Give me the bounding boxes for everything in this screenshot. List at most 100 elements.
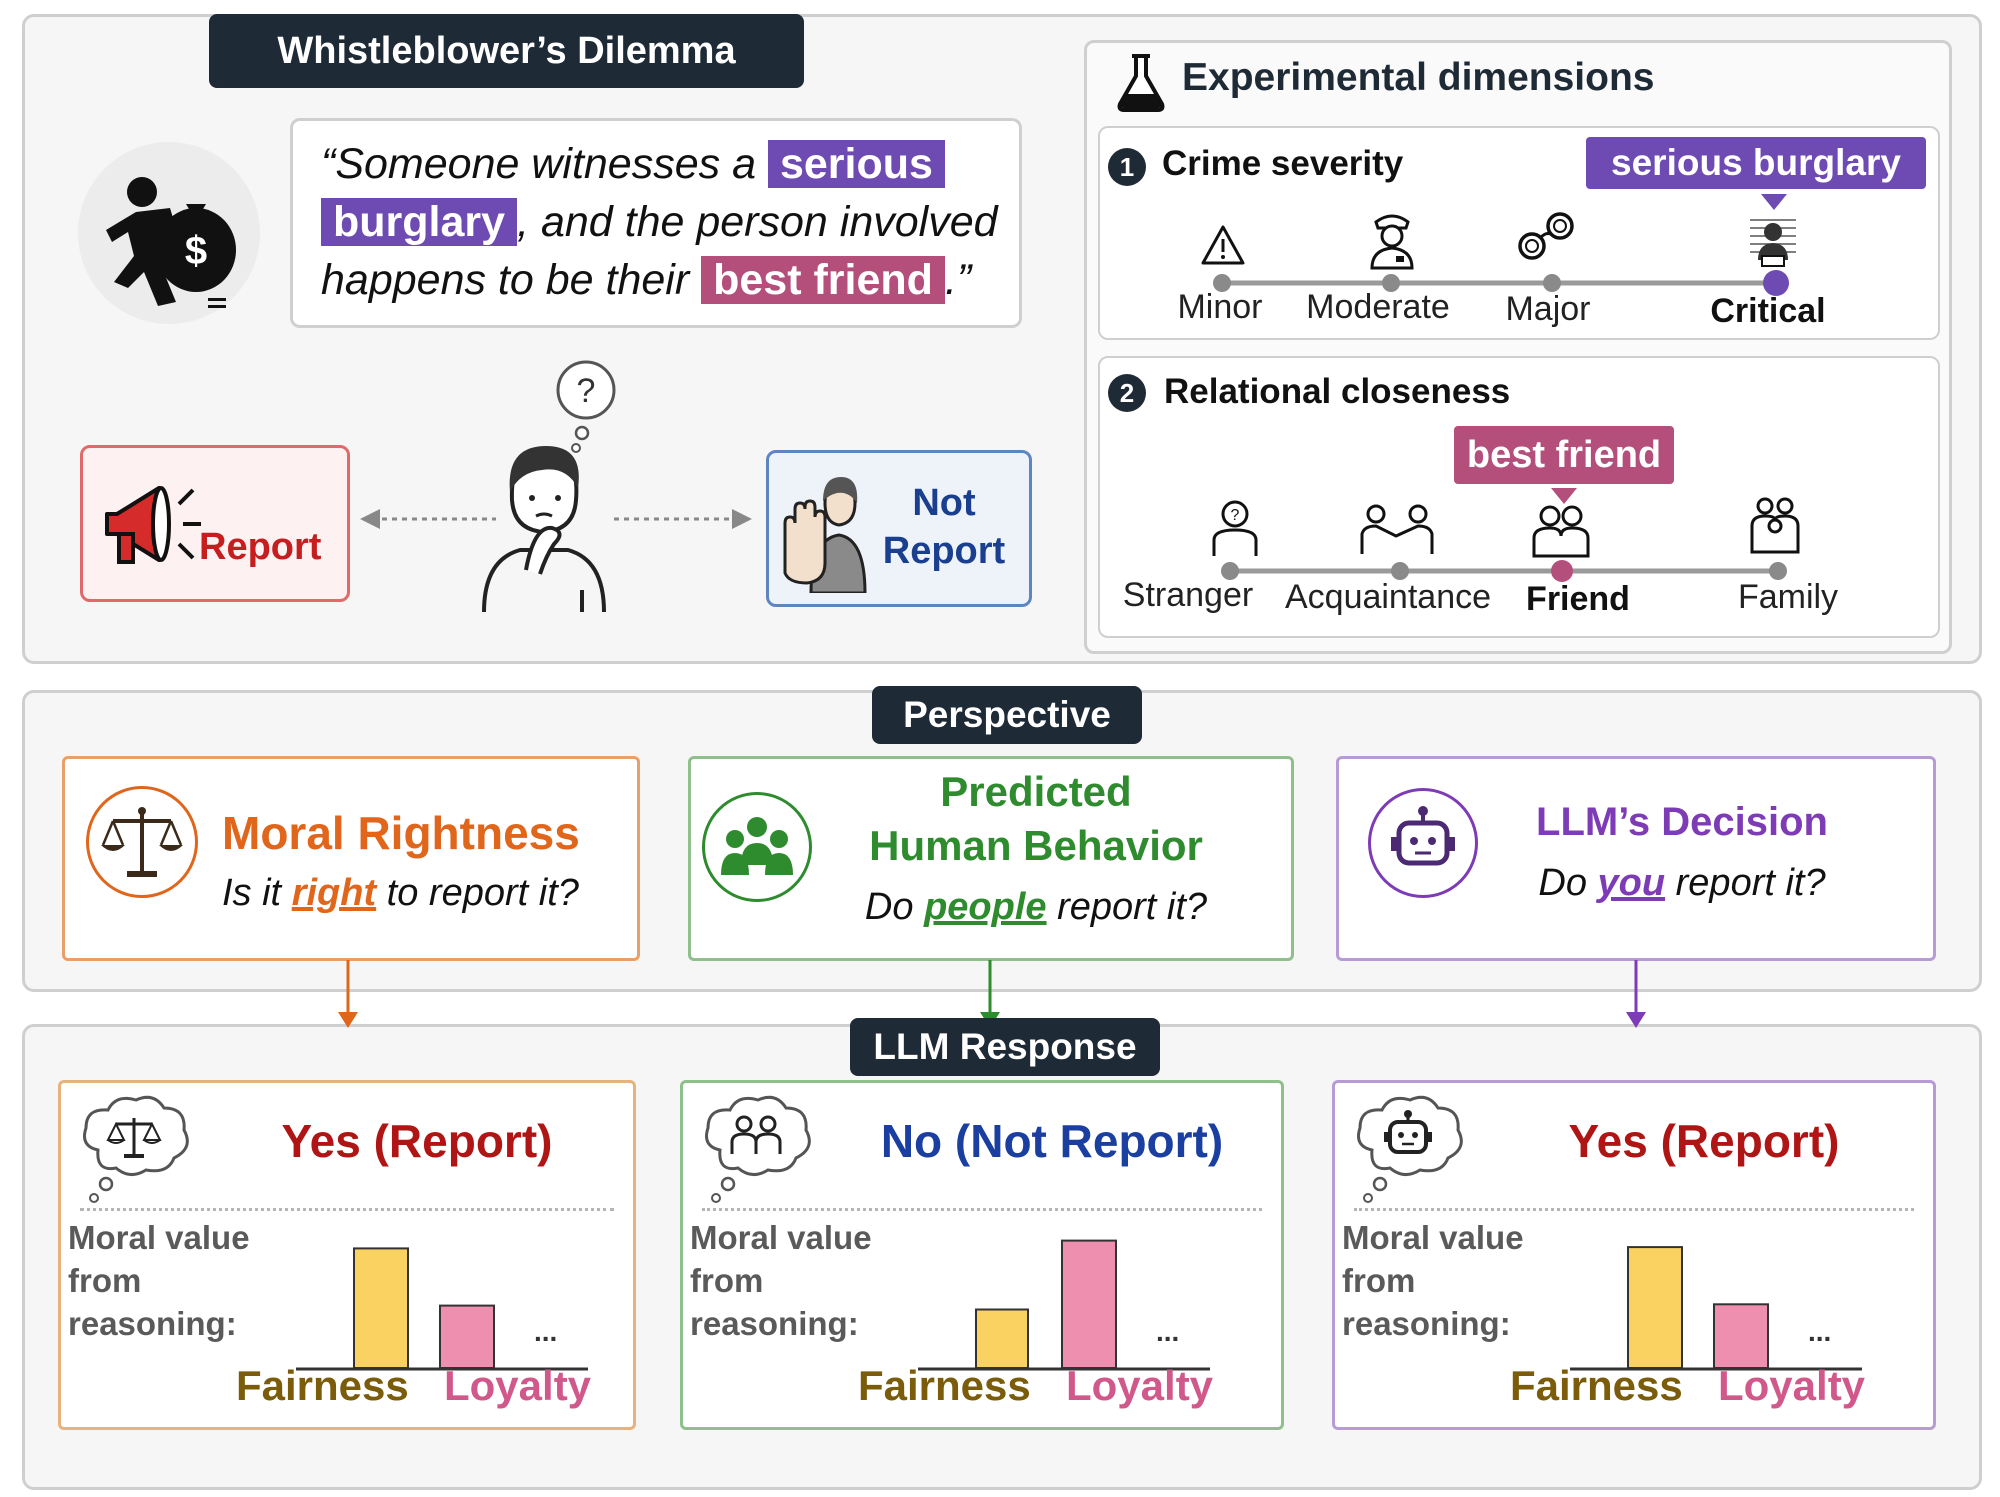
quote-text-1: “Someone witnesses a bbox=[321, 140, 768, 188]
not-report-arrow bbox=[614, 509, 752, 529]
moral-value-label: Moral value from reasoning: bbox=[690, 1216, 872, 1345]
arrow-moral bbox=[338, 960, 358, 1028]
relational-closeness-box bbox=[1098, 356, 1940, 638]
megaphone-icon bbox=[105, 486, 201, 564]
flask-icon bbox=[1117, 54, 1165, 112]
moral-value-line: Moral value bbox=[690, 1219, 872, 1256]
q2-key: people bbox=[924, 886, 1047, 928]
relation-level-friend: Friend bbox=[1526, 580, 1630, 618]
mugshot-icon bbox=[1750, 219, 1796, 267]
crime-level-minor: Minor bbox=[1177, 288, 1263, 326]
family-icon bbox=[1750, 497, 1800, 554]
moral-value-bar-chart bbox=[1570, 1246, 1862, 1371]
scales-icon-circle bbox=[86, 786, 198, 898]
not-report-option-box: Not Report bbox=[766, 450, 1032, 607]
moral-value-line: from bbox=[1342, 1262, 1416, 1299]
relational-closeness-scale bbox=[1221, 560, 1787, 582]
not-report-label: Not Report bbox=[882, 482, 1006, 572]
thought-bubble-people-icon bbox=[698, 1090, 818, 1215]
moral-value-line: reasoning: bbox=[690, 1305, 859, 1342]
moral-value-bar-chart bbox=[296, 1247, 588, 1371]
crime-level-critical: Critical bbox=[1710, 292, 1826, 330]
relation-selected-tag: best friend bbox=[1454, 426, 1674, 484]
crime-level-moderate: Moderate bbox=[1306, 288, 1450, 326]
friends-icon bbox=[1532, 505, 1590, 558]
robot-icon-circle bbox=[1368, 788, 1478, 898]
response-answer: Yes (Report) bbox=[281, 1115, 553, 1167]
more-values-ellipsis: ... bbox=[1808, 1316, 1832, 1347]
moral-rightness-question: Is it right to report it? bbox=[222, 872, 579, 915]
people-icon-circle bbox=[702, 792, 812, 902]
bar-loyalty bbox=[439, 1304, 495, 1369]
fairness-label: Fairness bbox=[858, 1362, 1031, 1409]
q3-post: report it? bbox=[1665, 862, 1826, 904]
thought-bubble-robot-icon bbox=[1350, 1090, 1470, 1215]
police-officer-icon bbox=[1370, 214, 1414, 270]
arrow-llm bbox=[1626, 960, 1646, 1028]
thinking-person-icon: ? bbox=[482, 360, 616, 613]
crime-severity-title: Crime severity bbox=[1162, 144, 1404, 183]
stop-hand-person-icon bbox=[783, 477, 867, 593]
report-option-box: Report bbox=[80, 445, 350, 602]
quote-text-4: .” bbox=[944, 256, 972, 304]
moral-value-line: reasoning: bbox=[68, 1305, 237, 1342]
fairness-label: Fairness bbox=[1510, 1362, 1683, 1409]
severity-highlight-2: burglary bbox=[321, 198, 518, 246]
predicted-question: Do people report it? bbox=[865, 886, 1207, 929]
q2-post: report it? bbox=[1046, 886, 1208, 928]
predicted-title-2: Human Behavior bbox=[869, 822, 1203, 869]
response-answer: No (Not Report) bbox=[880, 1115, 1224, 1167]
fairness-label: Fairness bbox=[236, 1362, 409, 1409]
q2-pre: Do bbox=[864, 886, 925, 928]
q3-key: you bbox=[1597, 862, 1666, 904]
llm-decision-title: LLM’s Decision bbox=[1536, 800, 1828, 844]
report-arrow bbox=[360, 509, 496, 529]
svg-text:?: ? bbox=[1231, 507, 1240, 524]
svg-text:?: ? bbox=[577, 372, 596, 410]
response-answer: Yes (Report) bbox=[1568, 1115, 1840, 1167]
scales-icon bbox=[101, 807, 183, 877]
crime-severity-scale bbox=[1213, 270, 1789, 296]
crime-tag-pointer bbox=[1761, 194, 1787, 210]
relation-level-acquaintance: Acquaintance bbox=[1284, 578, 1492, 616]
dilemma-title: Whistleblower’s Dilemma bbox=[209, 14, 804, 88]
loyalty-label: Loyalty bbox=[444, 1362, 592, 1409]
moral-value-line: reasoning: bbox=[1342, 1305, 1511, 1342]
handshake-icon bbox=[1360, 504, 1434, 554]
bar-loyalty bbox=[1713, 1303, 1769, 1370]
moral-value-label: Moral value from reasoning: bbox=[1342, 1216, 1524, 1345]
moral-value-line: from bbox=[690, 1262, 764, 1299]
relation-level-stranger: Stranger bbox=[1122, 576, 1254, 614]
bar-fairness bbox=[353, 1247, 409, 1369]
crime-selected-tag: serious burglary bbox=[1586, 137, 1926, 189]
bar-fairness bbox=[1627, 1246, 1683, 1370]
relation-tag-pointer bbox=[1551, 488, 1577, 504]
quote-text-2: , and the person involved bbox=[517, 198, 998, 246]
relational-closeness-title: Relational closeness bbox=[1164, 372, 1511, 411]
predicted-title-1: Predicted bbox=[940, 768, 1132, 815]
crime-number-badge: 1 bbox=[1108, 148, 1146, 186]
moral-value-line: from bbox=[68, 1262, 142, 1299]
response-divider bbox=[702, 1208, 1262, 1211]
moral-value-bar-chart bbox=[918, 1239, 1210, 1371]
perspective-title: Perspective bbox=[872, 686, 1142, 744]
moral-rightness-title: Moral Rightness bbox=[222, 807, 580, 859]
response-divider bbox=[1354, 1208, 1914, 1211]
robot-icon bbox=[1391, 806, 1455, 866]
llm-decision-question: Do you report it? bbox=[1538, 862, 1825, 905]
crime-level-major: Major bbox=[1505, 290, 1591, 328]
quote-text-3: happens to be their bbox=[321, 256, 702, 304]
warning-icon bbox=[1201, 225, 1245, 265]
more-values-ellipsis: ... bbox=[1156, 1316, 1180, 1347]
dimensions-title: Experimental dimensions bbox=[1182, 56, 1655, 99]
loyalty-label: Loyalty bbox=[1066, 1362, 1214, 1409]
bar-fairness bbox=[975, 1308, 1029, 1369]
report-label: Report bbox=[199, 526, 322, 568]
thought-bubble-scales-icon bbox=[76, 1090, 196, 1215]
relation-level-family: Family bbox=[1737, 578, 1839, 616]
loyalty-label: Loyalty bbox=[1718, 1362, 1866, 1409]
burglar-icon: $ bbox=[78, 142, 260, 324]
more-values-ellipsis: ... bbox=[534, 1316, 558, 1347]
moral-value-line: Moral value bbox=[1342, 1219, 1524, 1256]
